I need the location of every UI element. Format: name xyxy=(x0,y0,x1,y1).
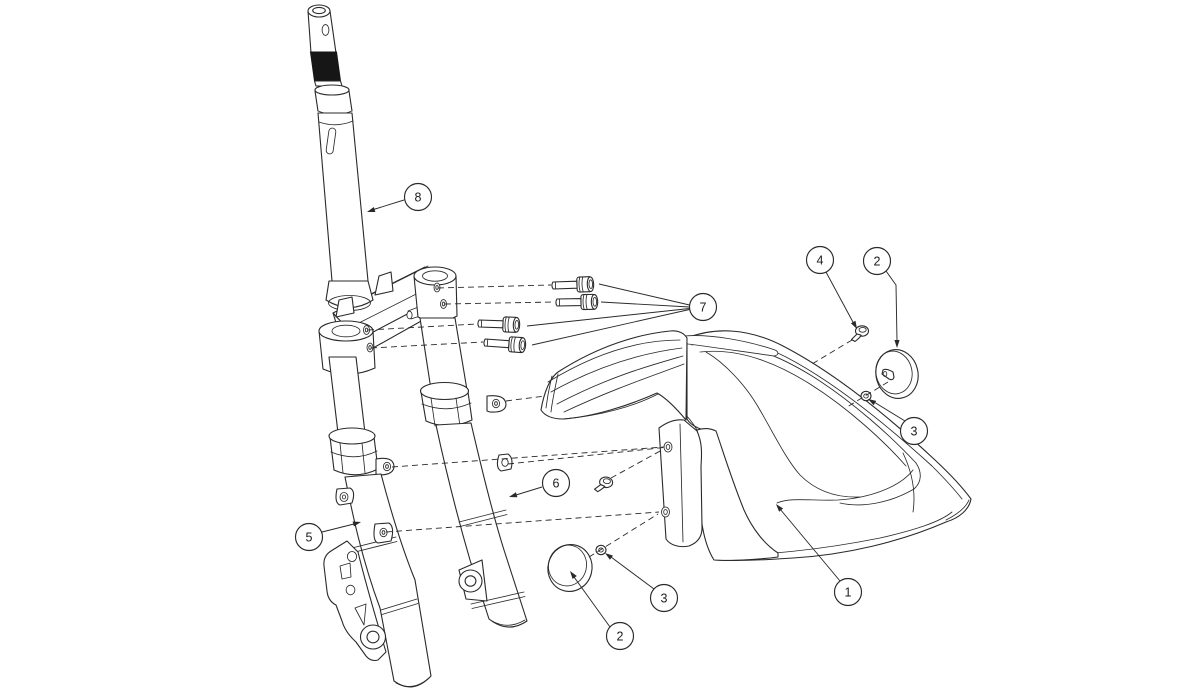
callout-4: 4 xyxy=(805,245,857,329)
fender-bracket xyxy=(658,419,703,548)
clamp-bolt-3 xyxy=(477,315,521,333)
callout-8: 8 xyxy=(367,182,433,212)
trim-cap-bottom xyxy=(547,544,593,592)
clamp-bolt-4 xyxy=(482,334,527,354)
caliper-bracket xyxy=(323,540,387,662)
callout-5-label: 5 xyxy=(306,531,313,545)
callout-3-right: 3 xyxy=(868,399,929,446)
callout-8-label: 8 xyxy=(415,191,422,205)
callout-5: 5 xyxy=(294,521,361,552)
callout-2-right: 2 xyxy=(862,246,900,348)
steering-stem xyxy=(307,4,369,282)
fender-screw-top xyxy=(850,325,870,343)
callout-3-bottom: 3 xyxy=(605,553,679,613)
fender-screw-left xyxy=(593,475,614,495)
callout-6: 6 xyxy=(509,468,571,498)
clamp-bolt-2 xyxy=(555,293,599,311)
callout-3-right-label: 3 xyxy=(911,425,918,439)
callout-2-bottom: 2 xyxy=(570,571,635,651)
flange-nut-right xyxy=(860,390,872,402)
callout-6-label: 6 xyxy=(553,477,560,491)
triple-clamp xyxy=(318,265,458,375)
callout-1-label: 1 xyxy=(845,586,852,600)
callout-3-bottom-label: 3 xyxy=(661,592,668,606)
callout-2-right-label: 2 xyxy=(874,255,881,269)
callout-1: 1 xyxy=(776,504,863,607)
right-fork-leg xyxy=(419,317,528,628)
callout-2-bottom-label: 2 xyxy=(617,630,624,644)
assembly-guide-lines xyxy=(367,284,889,558)
clamp-bolt-1 xyxy=(551,276,595,294)
front-fender xyxy=(540,330,972,561)
stem-threaded-band xyxy=(309,51,342,82)
trim-cap-right xyxy=(875,349,919,399)
callout-7-label: 7 xyxy=(700,301,707,315)
callout-4-label: 4 xyxy=(817,254,824,268)
left-fork-leg xyxy=(323,356,432,688)
callout-7: 7 xyxy=(526,283,718,346)
